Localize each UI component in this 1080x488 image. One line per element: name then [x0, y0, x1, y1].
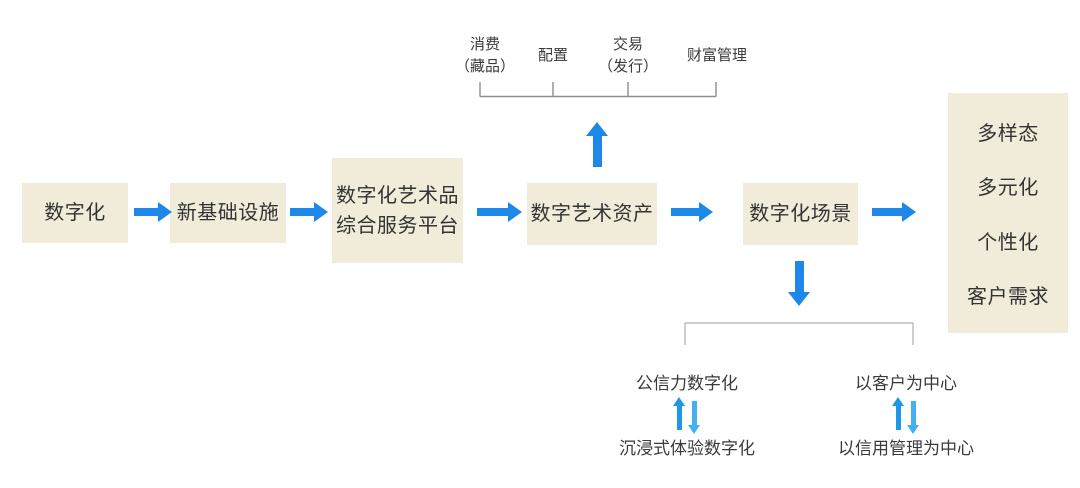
- flow-node-digital-scenes: 数字化场景: [743, 183, 858, 245]
- top-branch-label-allocation: 配置: [523, 30, 583, 82]
- arrow-right-icon: [477, 202, 522, 222]
- bottom-bracket: [684, 322, 914, 345]
- top-branch-label-line: 消费: [469, 36, 500, 53]
- flow-node-label: 综合服务平台: [336, 214, 459, 237]
- flow-node-digital-art-assets: 数字艺术资产: [527, 183, 657, 245]
- arrow-up-icon: [586, 122, 608, 167]
- arrow-shaft: [794, 261, 804, 293]
- exchange-pair-bottom-label: 沉浸式体验数字化: [619, 439, 755, 458]
- flow-node-label: 数字化场景: [749, 203, 852, 225]
- panel-item: 个性化: [977, 231, 1039, 254]
- flow-node-label: 数字艺术资产: [530, 203, 654, 225]
- flow-node-new-infrastructure: 新基础设施: [170, 183, 286, 243]
- arrow-shaft: [477, 208, 508, 216]
- top-branch-label-line: 财富管理: [686, 47, 747, 64]
- arrow-up-icon: [673, 397, 686, 430]
- flow-node-label: 新基础设施: [176, 202, 280, 224]
- panel-item: 多元化: [977, 177, 1039, 200]
- top-bracket: [479, 82, 717, 98]
- arrow-head: [788, 292, 810, 306]
- top-branch-label-line: 交易: [612, 36, 643, 53]
- flow-node-label: 数字化: [44, 202, 106, 224]
- top-branch-label-line: （藏品）: [454, 58, 515, 75]
- arrow-shaft: [592, 135, 602, 167]
- arrow-shaft: [671, 208, 699, 216]
- arrow-right-icon: [290, 202, 328, 222]
- arrow-head: [902, 202, 916, 222]
- flow-node-digitization: 数字化: [22, 183, 128, 243]
- arrow-head: [314, 202, 328, 222]
- exchange-pair-credibility: 公信力数字化 沉浸式体验数字化: [589, 374, 785, 459]
- panel-item: 多样态: [977, 123, 1039, 145]
- panel-item: 客户需求: [967, 285, 1049, 308]
- exchange-pair-top-label: 公信力数字化: [636, 374, 738, 393]
- arrow-right-icon: [872, 202, 916, 222]
- arrow-head: [586, 122, 608, 136]
- flow-node-service-platform: 数字化艺术品 综合服务平台: [332, 158, 463, 263]
- arrow-shaft: [290, 208, 314, 216]
- arrow-right-icon: [134, 202, 172, 222]
- arrow-shaft: [872, 208, 902, 216]
- top-branch-label-trading: 交易 （发行）: [576, 30, 680, 82]
- arrow-head: [699, 202, 713, 222]
- arrow-down-icon: [788, 261, 810, 306]
- arrow-up-down-icon: [673, 397, 701, 435]
- arrow-down-icon: [907, 401, 920, 434]
- arrow-up-icon: [892, 397, 905, 430]
- arrow-up-down-icon: [892, 397, 920, 435]
- arrow-head: [508, 202, 522, 222]
- exchange-pair-bottom-label: 以信用管理为中心: [838, 439, 974, 458]
- customer-needs-panel: 多样态 多元化 个性化 客户需求: [948, 93, 1068, 333]
- top-branch-label-line: 配置: [537, 47, 568, 64]
- arrow-shaft: [134, 208, 158, 216]
- top-branch-label-consumption: 消费 （藏品）: [433, 30, 537, 82]
- flow-node-label: 数字化艺术品: [336, 184, 459, 207]
- arrow-right-icon: [671, 202, 713, 222]
- top-branch-label-line: （发行）: [597, 58, 658, 75]
- arrow-down-icon: [688, 401, 701, 434]
- exchange-pair-top-label: 以客户为中心: [855, 374, 957, 393]
- arrow-head: [158, 202, 172, 222]
- exchange-pair-customer: 以客户为中心 以信用管理为中心: [808, 374, 1004, 459]
- top-branch-label-wealth: 财富管理: [669, 30, 765, 82]
